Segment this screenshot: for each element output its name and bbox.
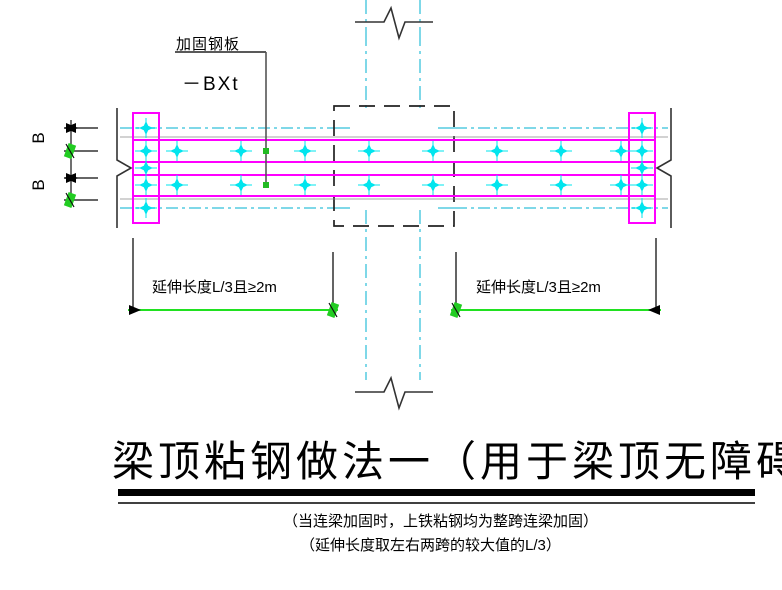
drawing-title: 梁顶粘钢做法一（用于梁顶无障碍时 — [112, 438, 782, 485]
dimension-extension-lines — [132, 238, 657, 312]
column-centerlines — [365, 0, 421, 380]
section-mark-letter-upper: B — [29, 132, 48, 144]
drawing-note-1: （当连梁加固时，上铁粘钢均为整跨连梁加固） — [283, 513, 599, 530]
rebar-nodes-right-support — [630, 117, 654, 219]
dimension-label-left: 延伸长度L/3且≥2m — [152, 279, 277, 296]
section-mark-ticks — [63, 120, 98, 208]
dimension-label-right: 延伸长度L/3且≥2m — [476, 279, 601, 296]
rebar-nodes-left-support — [134, 117, 158, 219]
callout-label: 加固钢板 — [176, 36, 241, 53]
callout-leader-line — [175, 51, 267, 186]
dimension-line-left — [128, 302, 340, 318]
column-outline — [333, 105, 455, 227]
beam-outline — [120, 136, 668, 200]
rebar-nodes-upper-row — [165, 140, 633, 162]
steel-plate-lines — [133, 139, 655, 197]
section-mark-letter-lower: B — [29, 179, 48, 191]
rebar-nodes-lower-row — [165, 174, 633, 196]
dimension-line-right — [449, 302, 661, 318]
callout-spec-label: －BXt — [182, 74, 240, 95]
break-symbol-bottom — [354, 377, 434, 409]
title-underline-thick — [118, 489, 755, 496]
drawing-note-2: （延伸长度取左右两跨的较大值的L/3） — [300, 537, 561, 554]
left-edge-break-line — [116, 108, 133, 228]
callout-anchor-points — [263, 148, 269, 188]
right-edge-break-line — [655, 108, 672, 228]
